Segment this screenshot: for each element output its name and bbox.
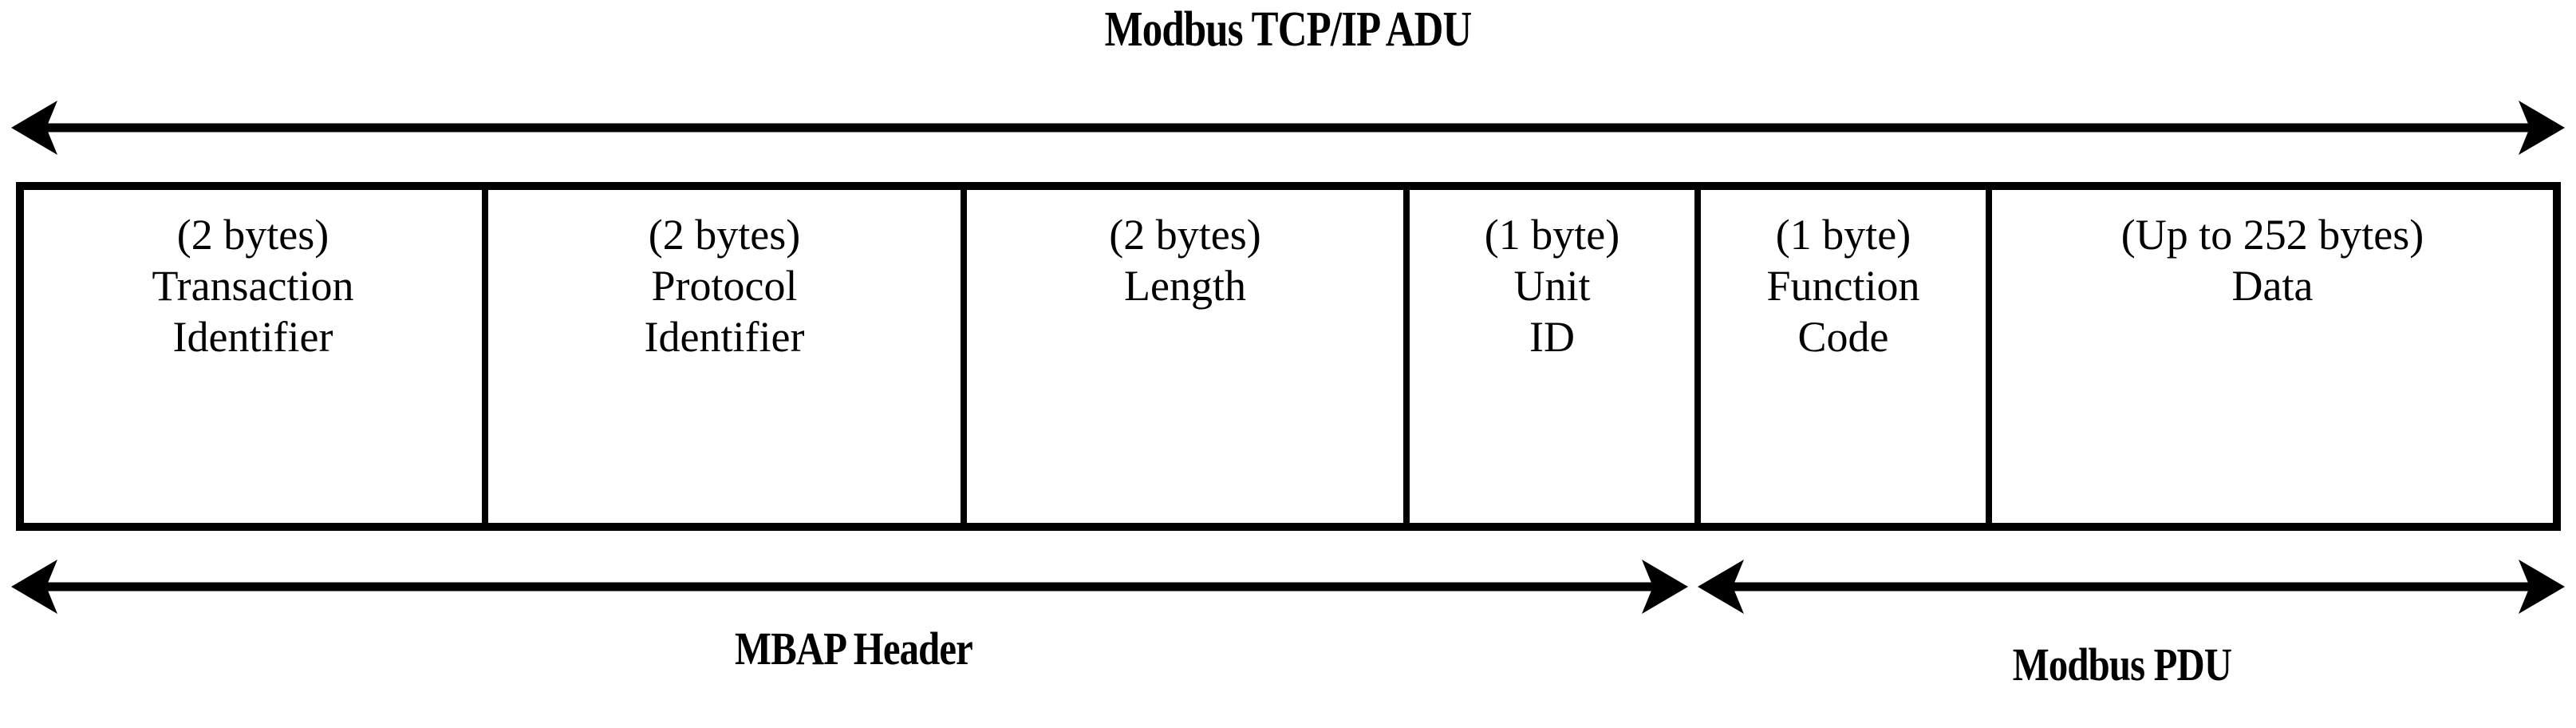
field-name-line-1: Unit	[1513, 262, 1591, 310]
field-size-label: (1 byte)	[1484, 211, 1620, 259]
caption-mbap-header: MBAP Header	[735, 623, 973, 675]
field-length: (2 bytes) Length	[967, 190, 1410, 523]
field-size-label: (1 byte)	[1775, 211, 1911, 259]
field-name-line-1: Function	[1766, 262, 1920, 310]
field-function-code: (1 byte) Function Code	[1701, 190, 1992, 523]
caption-modbus-pdu: Modbus PDU	[2012, 639, 2232, 690]
field-name-line-1: Protocol	[651, 262, 798, 310]
diagram-title: Modbus TCP/IP ADU	[1104, 2, 1473, 57]
field-name-line-1: Transaction	[152, 262, 354, 310]
field-name-line-2: Identifier	[644, 313, 805, 361]
field-name-line-1: Data	[2231, 262, 2314, 310]
top-span-arrow-modbus-tcpip-adu	[11, 101, 2565, 155]
bottom-span-arrow-mbap-header	[11, 560, 1688, 614]
field-protocol-identifier: (2 bytes) Protocol Identifier	[488, 190, 967, 523]
field-size-label: (2 bytes)	[1109, 211, 1261, 259]
field-data: (Up to 252 bytes) Data	[1992, 190, 2553, 523]
field-name-line-2: Code	[1797, 313, 1889, 361]
field-name-line-1: Length	[1124, 262, 1246, 310]
field-name-line-2: ID	[1529, 313, 1575, 361]
field-size-label: (2 bytes)	[648, 211, 801, 259]
field-size-label: (Up to 252 bytes)	[2120, 211, 2424, 259]
adu-frame: (2 bytes) Transaction Identifier (2 byte…	[16, 182, 2561, 531]
field-name-line-2: Identifier	[172, 313, 333, 361]
field-transaction-identifier: (2 bytes) Transaction Identifier	[24, 190, 488, 523]
field-unit-id: (1 byte) Unit ID	[1410, 190, 1701, 523]
bottom-span-arrow-modbus-pdu	[1698, 560, 2565, 614]
field-size-label: (2 bytes)	[176, 211, 329, 259]
